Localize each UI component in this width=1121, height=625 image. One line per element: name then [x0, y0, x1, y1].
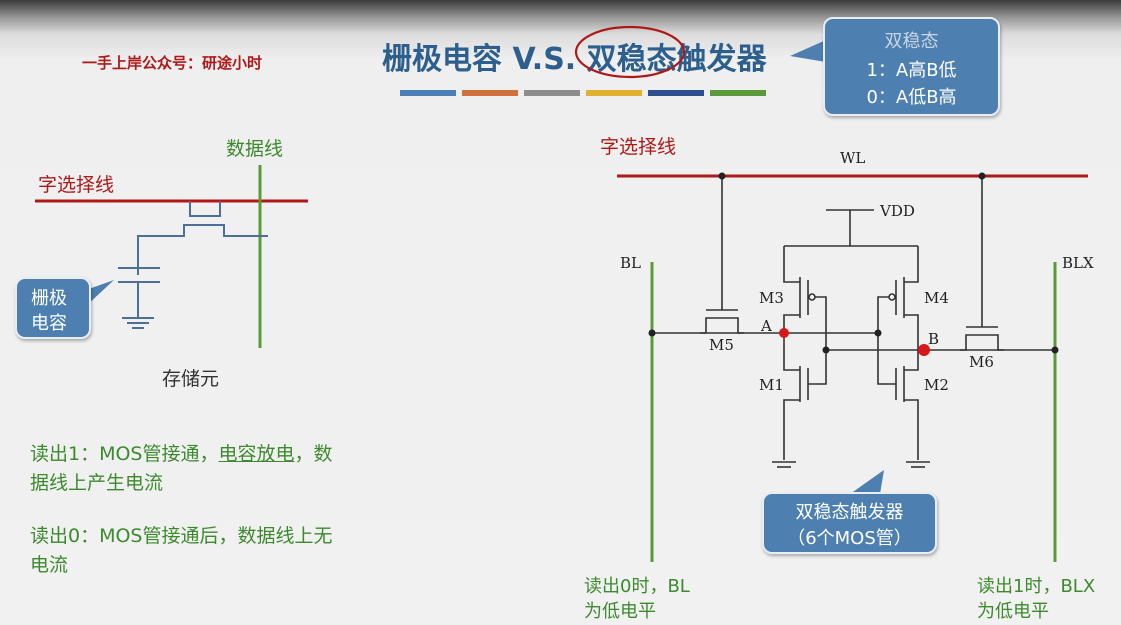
storage-cell-label: 存储元 — [162, 368, 220, 390]
read0-description: 读出0：MOS管接通后，数据线上无 电流 — [30, 522, 410, 580]
bl-read0-line2: 为低电平 — [584, 601, 656, 622]
gate-capacitor-circuit — [35, 165, 308, 348]
blx-read1-line2: 为低电平 — [977, 601, 1049, 622]
bistable-title: 双稳态 — [884, 31, 939, 52]
node-a-dot — [779, 328, 789, 338]
flipflop-line2: （6个MOS管） — [787, 528, 912, 549]
right-word-select-label: 字选择线 — [600, 136, 677, 158]
read1-prefix: 读出1：MOS管接通， — [30, 443, 219, 465]
bistable-state-0: 0：A低B高 — [866, 87, 957, 108]
wl-label: WL — [840, 149, 866, 167]
flipflop-callout: 双稳态触发器 （6个MOS管） — [762, 492, 937, 554]
color-bar — [462, 90, 518, 96]
read1-line2: 据线上产生电流 — [30, 472, 164, 494]
bl-label: BL — [620, 254, 641, 272]
slide-title: 栅极电容 V.S. 双稳态触发器 — [382, 42, 767, 77]
m1-label: M1 — [759, 376, 784, 394]
annotation-circle — [574, 25, 686, 79]
sram-circuit — [617, 174, 1088, 562]
color-bar — [586, 90, 642, 96]
gate-callout-line2: 电容 — [31, 313, 67, 334]
m3-label: M3 — [759, 289, 784, 307]
read1-suffix: ，数 — [294, 443, 333, 465]
read0-line2: 电流 — [30, 554, 69, 576]
callout-pointer — [86, 280, 114, 306]
watermark: 一手上岸公众号：研途小时 — [82, 54, 263, 72]
node-a-label: A — [761, 317, 772, 335]
flipflop-line1: 双稳态触发器 — [795, 502, 904, 523]
bistable-callout: 双稳态 1：A高B低 0：A低B高 — [823, 17, 1000, 116]
color-bar — [524, 90, 580, 96]
read1-underlined: 电容放电 — [218, 443, 295, 465]
blx-read1-line1: 读出1时，BLX — [977, 576, 1096, 597]
color-bar — [400, 90, 456, 96]
bl-read0-note: 读出0时，BL 为低电平 — [584, 574, 690, 624]
m4-label: M4 — [924, 289, 949, 307]
color-bar — [648, 90, 704, 96]
gate-callout-line1: 栅极 — [31, 288, 67, 309]
vdd-label: VDD — [880, 202, 915, 220]
color-bar — [710, 90, 766, 96]
left-word-select-label: 字选择线 — [38, 174, 115, 196]
gate-capacitor-callout: 栅极 电容 — [15, 277, 91, 339]
read1-description: 读出1：MOS管接通，电容放电，数 据线上产生电流 — [30, 440, 410, 498]
blx-label: BLX — [1062, 254, 1094, 272]
data-line-label: 数据线 — [226, 138, 284, 160]
m6-label: M6 — [969, 353, 994, 371]
bl-read0-line1: 读出0时，BL — [584, 576, 690, 597]
node-b-label: B — [928, 330, 940, 348]
bistable-state-1: 1：A高B低 — [866, 60, 957, 81]
blx-read1-note: 读出1时，BLX 为低电平 — [977, 574, 1095, 624]
read0-line1: 读出0：MOS管接通后，数据线上无 — [30, 525, 333, 547]
m5-label: M5 — [709, 336, 734, 354]
callout-pointer — [850, 470, 884, 494]
m2-label: M2 — [924, 376, 949, 394]
node-b-dot — [918, 344, 930, 356]
callout-pointer — [790, 40, 826, 62]
